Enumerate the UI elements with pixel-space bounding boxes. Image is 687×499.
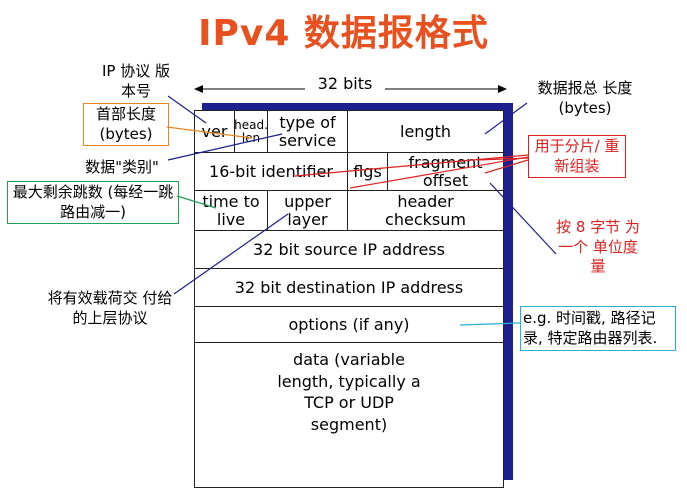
ip-header-diagram: ver head. len type of service length 16-… (194, 110, 504, 488)
annotation-ip-version: IP 协议 版本号 (101, 62, 170, 100)
field-flags: flgs (348, 153, 388, 191)
field-destination-address: 32 bit destination IP address (195, 269, 503, 307)
page-title: IPv4 数据报格式 (198, 13, 489, 54)
annotation-upper-layer: 将有效载荷交 付给的上层协议 (47, 289, 173, 327)
field-type-of-service: type of service (268, 111, 348, 153)
annotation-datagram-type: 数据"类别" (85, 158, 159, 176)
annotation-header-length: 首部长度 (bytes) (83, 103, 169, 146)
field-header-checksum: header checksum (348, 191, 503, 231)
annotation-fragmentation: 用于分片/ 重新组装 (528, 135, 626, 178)
annotation-total-length: 数据报总 长度 (bytes) (537, 79, 633, 117)
field-fragment-offset: fragment offset (388, 153, 503, 191)
field-ver: ver (195, 111, 235, 153)
field-upper-layer: upper layer (268, 191, 348, 231)
width-label: 32 bits (305, 74, 385, 93)
field-ttl: time to live (195, 191, 268, 231)
annotation-options: e.g. 时间戳, 路径记录, 特定路由器列表. (520, 306, 676, 351)
annotation-offset-unit: 按 8 字节 为一个 单位度量 (556, 218, 640, 275)
field-data: data (variable length, typically a TCP o… (277, 350, 421, 434)
annotation-ttl: 最大剩余跳数 (每经一跳路由减一) (7, 181, 179, 224)
field-length: length (348, 111, 503, 153)
field-options: options (if any) (195, 307, 503, 343)
field-source-address: 32 bit source IP address (195, 231, 503, 269)
